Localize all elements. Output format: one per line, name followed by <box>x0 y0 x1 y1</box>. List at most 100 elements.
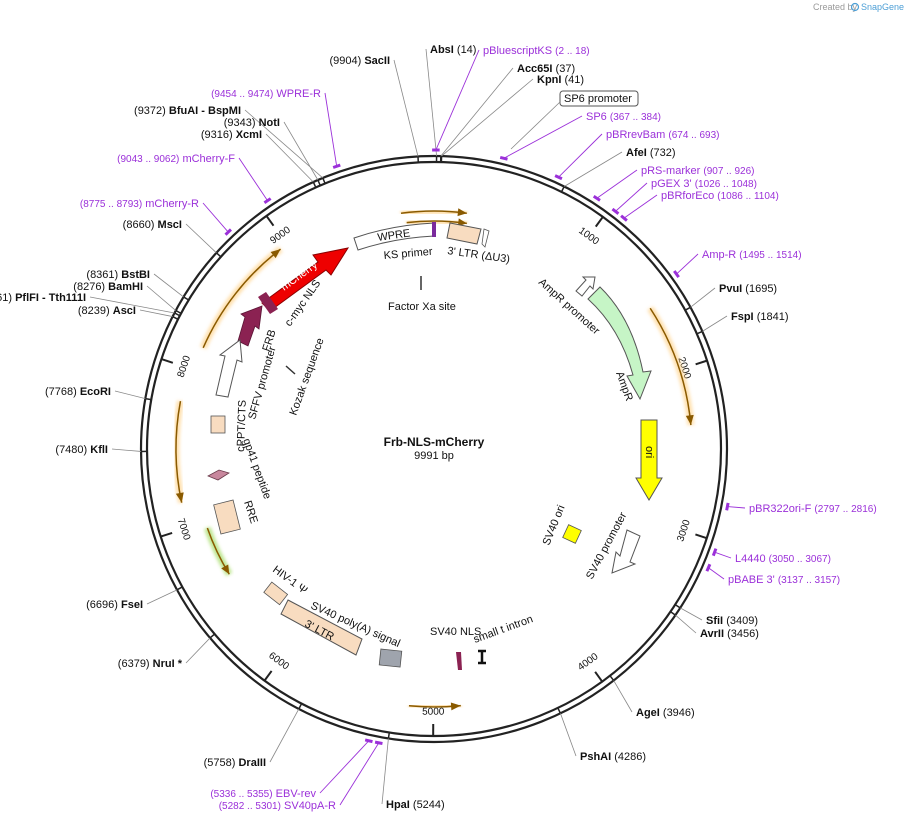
primer-mark[interactable] <box>263 197 272 204</box>
primer-label[interactable]: (8775 .. 8793) mCherry-R <box>80 198 199 210</box>
primer-label[interactable]: pRS-marker (907 .. 926) <box>641 165 755 177</box>
primer-label[interactable]: pGEX 3' (1026 .. 1048) <box>651 178 757 190</box>
site-label[interactable]: SfiI (3409) <box>706 615 758 627</box>
site-label[interactable]: FspI (1841) <box>731 311 788 323</box>
primer-mark[interactable] <box>374 740 383 745</box>
primer-name: pBRforEco <box>661 190 714 202</box>
site-label[interactable]: Acc65I (37) <box>517 63 575 75</box>
primer-mark[interactable] <box>620 214 628 222</box>
primer-label[interactable]: pBluescriptKS (2 .. 18) <box>483 45 590 57</box>
primer-leader-line <box>727 506 746 509</box>
primer-mark[interactable] <box>711 548 718 557</box>
primer-mark[interactable] <box>224 228 232 236</box>
c-myc-nls-feature[interactable] <box>258 292 278 314</box>
ltr-du3-arrow[interactable] <box>481 228 490 248</box>
primer-label[interactable]: Amp-R (1495 .. 1514) <box>702 249 802 261</box>
small-t-intron-feature[interactable] <box>478 649 486 665</box>
site-leader-line <box>153 273 184 298</box>
site-label[interactable]: (9343) NotI <box>224 117 280 129</box>
site-label[interactable]: (7480) KflI <box>55 444 108 456</box>
sv40-ori-feature[interactable] <box>562 524 582 544</box>
orf-left-mcherry[interactable] <box>202 248 282 349</box>
site-label[interactable]: (9372) BfuAI - BspMI <box>134 105 241 117</box>
primer-mark[interactable] <box>592 194 601 202</box>
site-label[interactable]: (6696) FseI <box>86 599 143 611</box>
primer-label[interactable]: pBRrevBam (674 .. 693) <box>606 129 720 141</box>
primer-label[interactable]: (9454 .. 9474) WPRE-R <box>211 88 321 100</box>
ltr-3-feature[interactable] <box>280 599 363 656</box>
site-leader-line <box>269 708 300 763</box>
site-label[interactable]: KpnI (41) <box>537 74 584 86</box>
site-position: (41) <box>565 74 585 86</box>
site-leader-line <box>89 296 175 314</box>
site-label[interactable]: AgeI (3946) <box>636 707 695 719</box>
frb-feature[interactable] <box>237 305 263 347</box>
primer-mark[interactable] <box>499 155 508 161</box>
site-cut-mark <box>557 707 562 714</box>
site-label[interactable]: (7768) EcoRI <box>45 386 111 398</box>
orf-ampr[interactable] <box>649 307 692 426</box>
primer-mark[interactable] <box>705 563 712 572</box>
ampr-feature[interactable] <box>587 286 652 401</box>
site-label[interactable]: (8239) AscI <box>78 305 136 317</box>
ori-feature[interactable] <box>635 419 663 501</box>
site-leader-line <box>146 589 178 605</box>
primer-label[interactable]: pBABE 3' (3137 .. 3157) <box>728 574 840 586</box>
site-label[interactable]: HpaI (5244) <box>386 799 445 811</box>
site-leader-line <box>114 390 146 400</box>
primer-mark[interactable] <box>554 174 563 181</box>
site-label[interactable]: (8361) BstBI <box>86 269 150 281</box>
primer-name: Amp-R <box>702 249 736 261</box>
site-label[interactable]: AvrII (3456) <box>700 628 759 640</box>
site-label[interactable]: (6379) NruI * <box>118 658 183 670</box>
sp6-promoter-box[interactable] <box>559 90 639 107</box>
kozak-sequence-mark[interactable] <box>285 365 296 375</box>
ltr-du3-feature[interactable] <box>446 222 482 245</box>
site-leader-line <box>139 309 173 317</box>
site-label[interactable]: (5758) DraIII <box>204 757 266 769</box>
ks-primer-mark[interactable] <box>432 222 436 237</box>
primer-label[interactable]: L4440 (3050 .. 3067) <box>735 553 831 565</box>
primer-label[interactable]: pBR322ori-F (2797 .. 2816) <box>749 503 877 515</box>
primer-mark[interactable] <box>332 163 341 169</box>
primer-name: pBRrevBam <box>606 129 665 141</box>
sffv-promoter-feature[interactable] <box>215 339 243 398</box>
site-position: (9316) <box>201 129 233 141</box>
primer-label[interactable]: (5336 .. 5355) EBV-rev <box>210 788 316 800</box>
site-label[interactable]: (9904) SacII <box>329 55 390 67</box>
sffv-promoter-label: SFFV promoter <box>246 345 278 421</box>
site-label[interactable]: (8660) MscI <box>123 219 182 231</box>
site-label[interactable]: PshAI (4286) <box>580 751 646 763</box>
primer-mark[interactable] <box>673 270 680 279</box>
site-position: (6696) <box>86 599 118 611</box>
site-cut-mark <box>609 675 615 681</box>
primer-range: (1026 .. 1048) <box>695 179 757 190</box>
sv40-promoter-feature[interactable] <box>611 529 641 574</box>
primer-mark[interactable] <box>725 502 730 511</box>
primer-mark[interactable] <box>364 738 373 744</box>
orf-top-2-head <box>457 218 467 227</box>
primer-label[interactable]: SP6 (367 .. 384) <box>586 111 661 123</box>
primer-range: (3050 .. 3067) <box>769 554 831 565</box>
mcherry-feature[interactable] <box>261 247 350 312</box>
cppt-cts-feature[interactable] <box>210 415 226 434</box>
rre-feature[interactable] <box>213 499 241 535</box>
site-cut-mark <box>174 312 181 317</box>
gp41-peptide-feature[interactable] <box>207 469 230 481</box>
site-label[interactable]: (8276) BamHI <box>73 281 143 293</box>
hiv1-psi-feature[interactable] <box>263 581 289 606</box>
site-position: (3409) <box>726 615 758 627</box>
site-label[interactable]: AfeI (732) <box>626 147 676 159</box>
site-label[interactable]: PvuI (1695) <box>719 283 777 295</box>
site-label[interactable]: AbsI (14) <box>430 44 476 56</box>
primer-label[interactable]: (5282 .. 5301) SV40pA-R <box>219 800 336 812</box>
primer-label[interactable]: (9043 .. 9062) mCherry-F <box>117 153 235 165</box>
site-name: NruI * <box>153 658 183 670</box>
ampr-promoter-feature[interactable] <box>575 276 596 297</box>
site-label[interactable]: (9316) XcmI <box>201 129 262 141</box>
sv40-polya-feature[interactable] <box>378 648 403 668</box>
primer-label[interactable]: pBRforEco (1086 .. 1104) <box>661 190 779 202</box>
site-label[interactable]: (8261) PflFI - Tth111I <box>0 292 86 304</box>
primer-mark[interactable] <box>611 207 620 215</box>
sv40-nls-feature[interactable] <box>456 652 462 670</box>
